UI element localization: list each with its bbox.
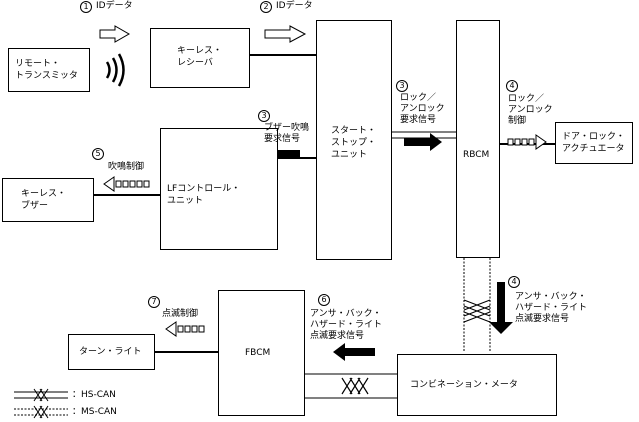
signal-4b-line-1: アンサ・バック・	[515, 292, 587, 302]
legend-hs-can: ：HS-CAN	[72, 390, 116, 400]
signal-4b-line-3: 点滅要求信号	[515, 314, 570, 324]
receiver-label-2: レシーバ	[177, 58, 213, 68]
legend-hs-twist	[33, 388, 49, 402]
hs-can-twist	[341, 377, 369, 395]
signal-5-number: 5	[92, 148, 104, 160]
fbcm-label: FBCM	[245, 348, 271, 358]
legend-ms-twist	[33, 405, 49, 419]
signal-4b-line-2: ハザード・ライト	[515, 303, 588, 313]
signal-3a-line-2: アンロック	[400, 104, 445, 114]
signal-3a-caption: ロック／ アンロック 要求信号	[400, 93, 445, 126]
ssu-label-3: ユニット	[331, 150, 368, 160]
signal-4a-number: 4	[506, 80, 518, 92]
lf-control-unit-box: LFコントロール・ ユニット	[160, 128, 278, 250]
legend-ms-can: ：MS-CAN	[72, 407, 117, 417]
signal-6-number: 6	[318, 294, 330, 306]
hollow-arrow-1	[99, 25, 131, 43]
door-lock-actuator-box: ドア・ロック・ アクチュエータ	[555, 122, 633, 164]
radio-wave-icon	[105, 53, 125, 87]
lfcu-label-1: LFコントロール・	[167, 184, 241, 194]
signal-7-number: 7	[148, 296, 160, 308]
hollow-arrow-2	[264, 25, 307, 43]
signal-7-caption: 点滅制御	[162, 309, 199, 319]
signal-3a-line-1: ロック／	[400, 93, 437, 103]
signal-3a-number: 3	[396, 80, 408, 92]
signal-6-line-2: ハザード・ライト	[310, 320, 383, 330]
signal-2-number: 2	[260, 1, 272, 13]
fbcm-box: FBCM	[218, 290, 305, 416]
remote-label-1: リモート・	[15, 59, 61, 69]
segmented-arrow-door	[507, 134, 547, 150]
signal-3b-line-2: 要求信号	[264, 134, 301, 144]
filled-arrow-hazard-down	[489, 282, 513, 334]
start-stop-unit-box: スタート・ ストップ・ ユニット	[316, 20, 392, 260]
rbcm-label: RBCM	[463, 150, 490, 160]
lamp-label: ターン・ライト	[79, 347, 142, 357]
lfcu-label-2: ユニット	[167, 196, 204, 206]
filled-arrow-lock-request	[404, 133, 442, 151]
combination-meter-box: コンビネーション・メータ	[397, 354, 557, 416]
keyless-receiver-box: キーレス・ レシーバ	[150, 28, 250, 88]
signal-3a-line-3: 要求信号	[400, 115, 437, 125]
meter-label: コンビネーション・メータ	[410, 380, 518, 390]
signal-4b-caption: アンサ・バック・ ハザード・ライト 点滅要求信号	[515, 292, 587, 325]
signal-5-caption: 吹鳴制御	[108, 162, 145, 172]
ssu-label-1: スタート・	[331, 126, 377, 136]
keyless-buzzer-box: キーレス・ ブザー	[2, 178, 94, 222]
segmented-arrow-buzzer	[103, 176, 150, 192]
receiver-label-1: キーレス・	[177, 46, 223, 56]
signal-6-caption: アンサ・バック・ ハザード・ライト 点滅要求信号	[310, 309, 382, 342]
buzzer-label-1: キーレス・	[21, 189, 67, 199]
signal-2-caption: IDデータ	[276, 1, 313, 11]
signal-4a-caption: ロック／ アンロック 制御	[508, 94, 553, 127]
signal-3b-line-1: ブザー吹鳴	[264, 123, 310, 133]
signal-4a-line-1: ロック／	[508, 94, 545, 104]
door-label-2: アクチュエータ	[562, 144, 625, 154]
signal-1-number: 1	[80, 1, 92, 13]
rbcm-box: RBCM	[456, 20, 500, 258]
signal-6-line-3: 点滅要求信号	[310, 331, 365, 341]
signal-3b-caption: ブザー吹鳴 要求信号	[264, 123, 309, 145]
ssu-label-2: ストップ・	[331, 138, 377, 148]
filled-arrow-hazard-left	[333, 343, 375, 361]
turn-light-box: ターン・ライト	[68, 334, 155, 370]
buzzer-label-2: ブザー	[21, 201, 49, 211]
door-label-1: ドア・ロック・	[562, 132, 625, 142]
signal-4a-line-3: 制御	[508, 116, 527, 126]
segmented-arrow-lamp	[165, 321, 205, 337]
signal-3b-number: 3	[258, 110, 270, 122]
ms-can-twist	[463, 299, 491, 323]
remote-label-2: トランスミッタ	[15, 71, 78, 81]
signal-1-caption: IDデータ	[96, 1, 133, 11]
signal-4a-line-2: アンロック	[508, 105, 553, 115]
signal-6-line-1: アンサ・バック・	[310, 309, 382, 319]
signal-4b-number: 4	[508, 276, 520, 288]
remote-transmitter-box: リモート・ トランスミッタ	[8, 48, 90, 92]
